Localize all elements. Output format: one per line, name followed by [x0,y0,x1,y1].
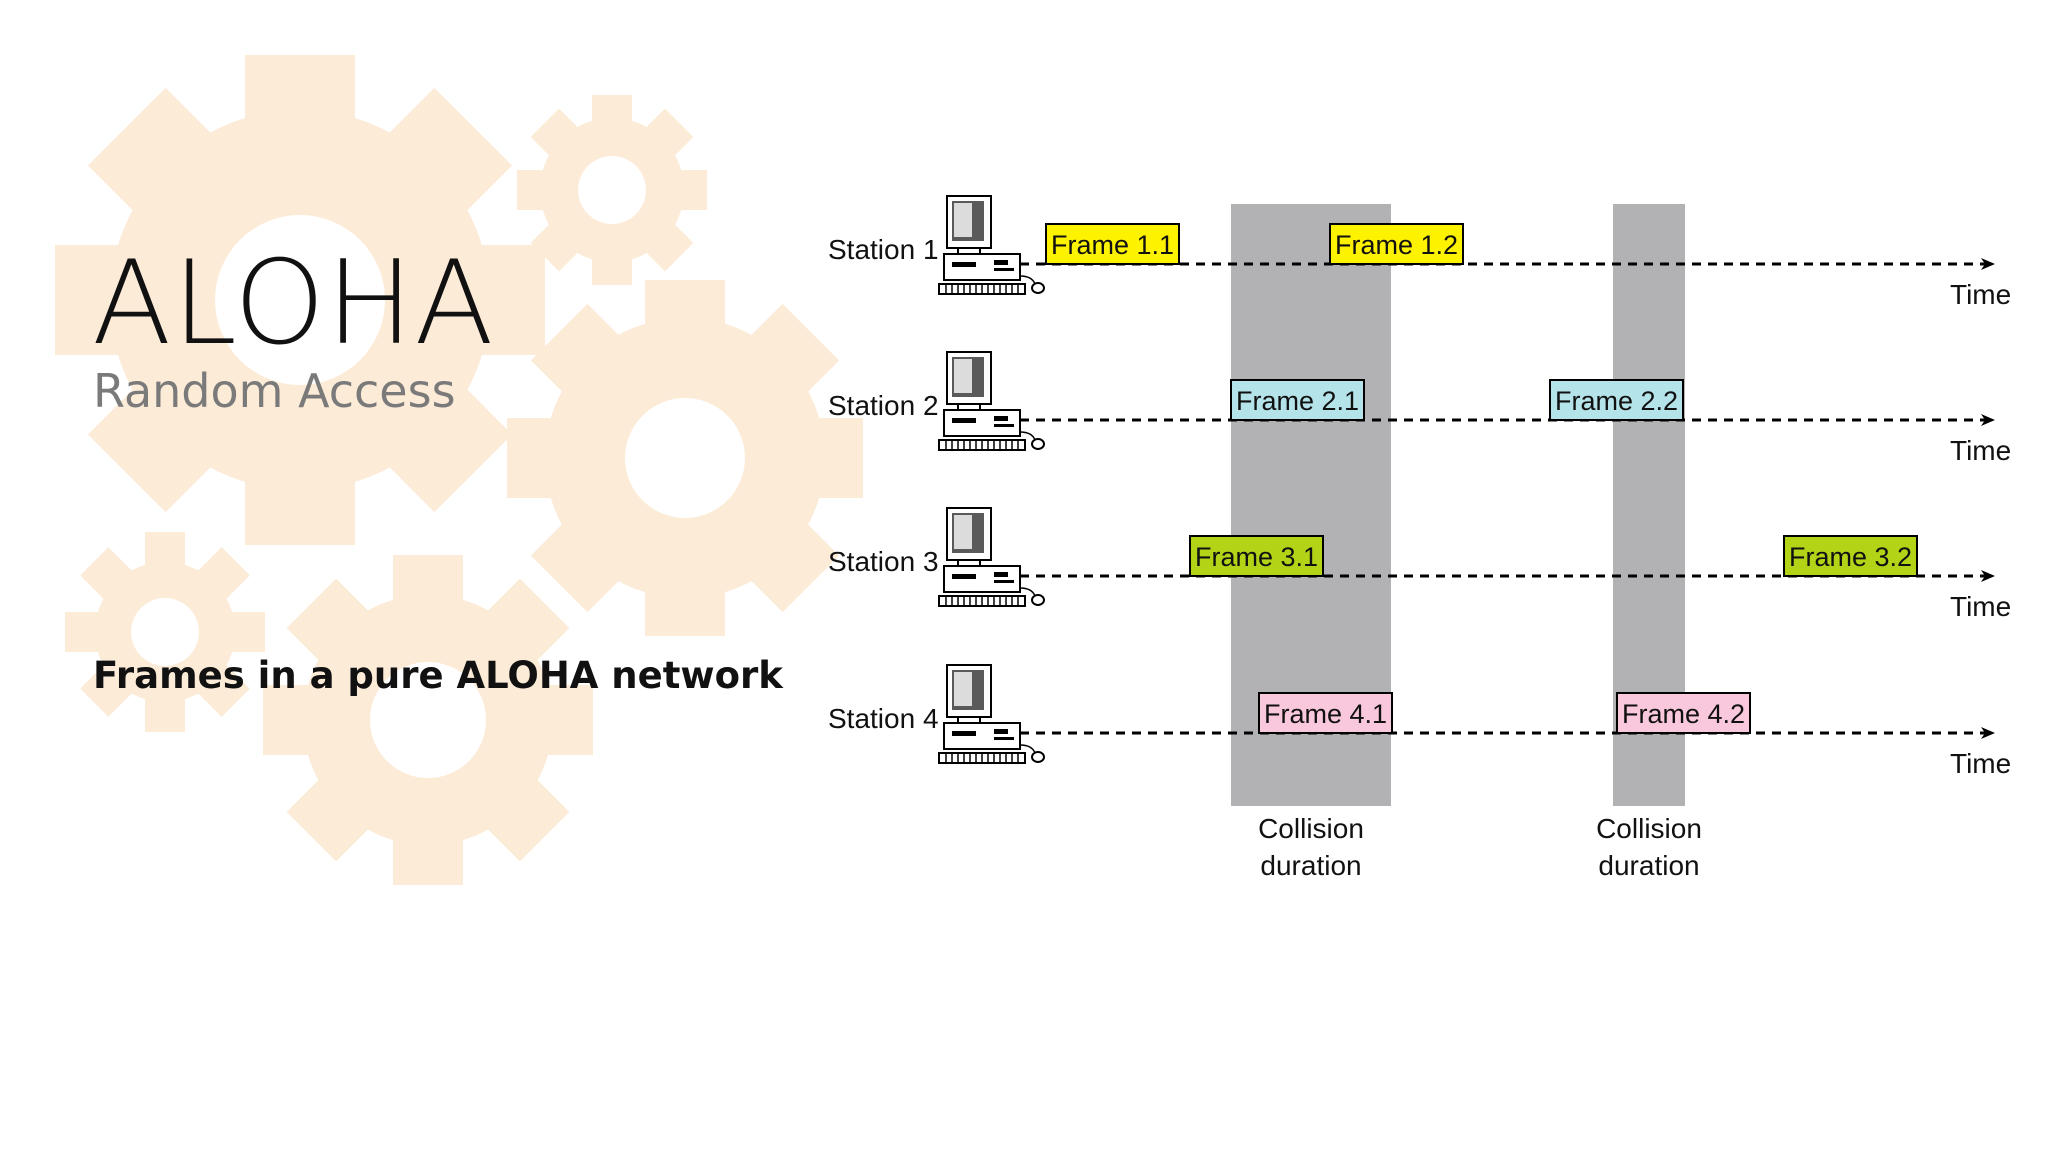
frame-label: Frame 4.1 [1264,699,1387,729]
desktop-computer-icon [938,664,1045,764]
gear-icon [263,555,593,885]
time-label: Time [1950,279,2011,310]
frame-label: Frame 2.1 [1236,386,1359,416]
time-label: Time [1950,748,2011,779]
frame-box: Frame 1.1 [1045,223,1180,265]
frame-box: Frame 3.1 [1189,535,1324,577]
desktop-computer-icon [938,195,1045,295]
station-row: Station 1 Time Frame 1.1 Frame 1.2 [828,195,2011,310]
station-row: Station 4 Time Frame 4.1 Frame 4.2 [828,664,2011,779]
collision-label: Collision [1258,813,1364,844]
frame-box: Frame 2.2 [1549,379,1684,421]
frame-box: Frame 4.1 [1258,692,1393,734]
collision-label: duration [1260,850,1361,881]
frame-label: Frame 1.1 [1051,230,1174,260]
collision-label: Collision [1596,813,1702,844]
desktop-computer-icon [938,351,1045,451]
station-label: Station 4 [828,703,939,734]
station-label: Station 1 [828,234,939,265]
station-row: Station 2 Time Frame 2.1 Frame 2.2 [828,351,2011,466]
station-label: Station 2 [828,390,939,421]
desktop-computer-icon [938,507,1045,607]
frame-box: Frame 1.2 [1329,223,1464,265]
gear-icon [65,532,265,732]
frame-label: Frame 1.2 [1335,230,1458,260]
frame-label: Frame 4.2 [1622,699,1745,729]
collision-label: duration [1598,850,1699,881]
time-label: Time [1950,435,2011,466]
frame-box: Frame 2.1 [1230,379,1365,421]
diagram-caption: Frames in a pure ALOHA network [93,654,783,697]
frame-box: Frame 3.2 [1783,535,1918,577]
frame-label: Frame 3.2 [1789,542,1912,572]
station-label: Station 3 [828,546,939,577]
gear-icon [55,55,545,545]
gear-icon [507,280,863,636]
slide-title: ALOHA [92,236,495,371]
frame-label: Frame 2.2 [1555,386,1678,416]
slide-subtitle: Random Access [93,364,456,418]
station-row: Station 3 Time Frame 3.1 Frame 3.2 [828,507,2011,622]
frame-label: Frame 3.1 [1195,542,1318,572]
time-label: Time [1950,591,2011,622]
frame-box: Frame 4.2 [1616,692,1751,734]
